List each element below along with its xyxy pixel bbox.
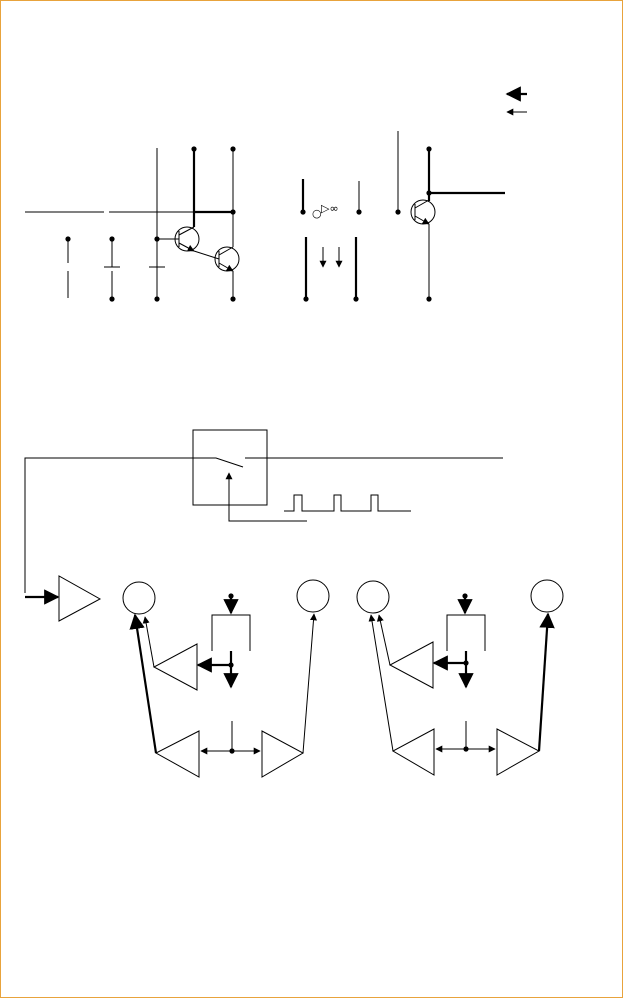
- amplifier-group-b: [356, 579, 564, 776]
- control-wire: [228, 473, 307, 522]
- terminal-dot: [353, 296, 359, 302]
- terminal-dot: [303, 296, 309, 302]
- open-dot-symbol: ○: [312, 207, 322, 220]
- middle-opamp-circuit: ○ ▷∞: [300, 179, 362, 302]
- input-buffer: [25, 575, 102, 622]
- terminal-dot: [154, 296, 160, 302]
- left-transistor-circuit: [25, 146, 240, 302]
- amplifier-group-a: [122, 579, 330, 778]
- switch-block: [24, 429, 503, 593]
- emitter-leg-q1: [178, 242, 195, 252]
- junction-dot: [154, 236, 160, 242]
- feedback-arrow-thin: [142, 616, 155, 668]
- collector-leg-q2: [218, 246, 234, 256]
- feedback-arrow-outer: [368, 614, 394, 752]
- node-circle-a2: [296, 579, 330, 613]
- amp-b-left: [391, 728, 435, 776]
- terminal-dot: [395, 209, 401, 215]
- legend-arrows: [505, 86, 527, 116]
- bias-bracket: [211, 614, 251, 651]
- right-transistor-circuit: [395, 131, 505, 302]
- pulse-train: [284, 494, 411, 512]
- amp-b-right: [496, 728, 541, 776]
- emitter-leg-q2: [218, 262, 234, 272]
- amp-b-mid: [388, 641, 434, 689]
- amp-a-mid: [152, 643, 198, 691]
- node-circle-b1: [356, 580, 390, 614]
- collector-leg-q3: [414, 199, 430, 209]
- terminal-dot: [230, 296, 236, 302]
- node-circle-b2: [530, 579, 564, 613]
- node-circle-a1: [122, 581, 156, 615]
- terminal-dot: [109, 296, 115, 302]
- bias-bracket: [446, 614, 486, 651]
- feedback-arrow-inner: [376, 614, 391, 666]
- terminal-dot: [356, 209, 362, 215]
- terminal-dot: [426, 296, 432, 302]
- amp-a-right: [261, 730, 305, 778]
- terminal-dot: [300, 209, 306, 215]
- output-arrow: [537, 612, 555, 752]
- switch-box: [192, 429, 268, 506]
- output-arrow: [302, 613, 317, 754]
- emitter-leg-q3: [414, 215, 430, 225]
- feedback-arrow-thick: [129, 613, 158, 754]
- feedback-wire: [24, 457, 244, 593]
- base-wire-q2: [193, 250, 220, 260]
- collector-leg-q1: [178, 226, 195, 236]
- op-amp-symbol: ▷∞: [321, 202, 339, 215]
- amp-a-left: [154, 730, 200, 778]
- junction-dot: [230, 209, 236, 215]
- buffer-amplifier: [58, 575, 102, 622]
